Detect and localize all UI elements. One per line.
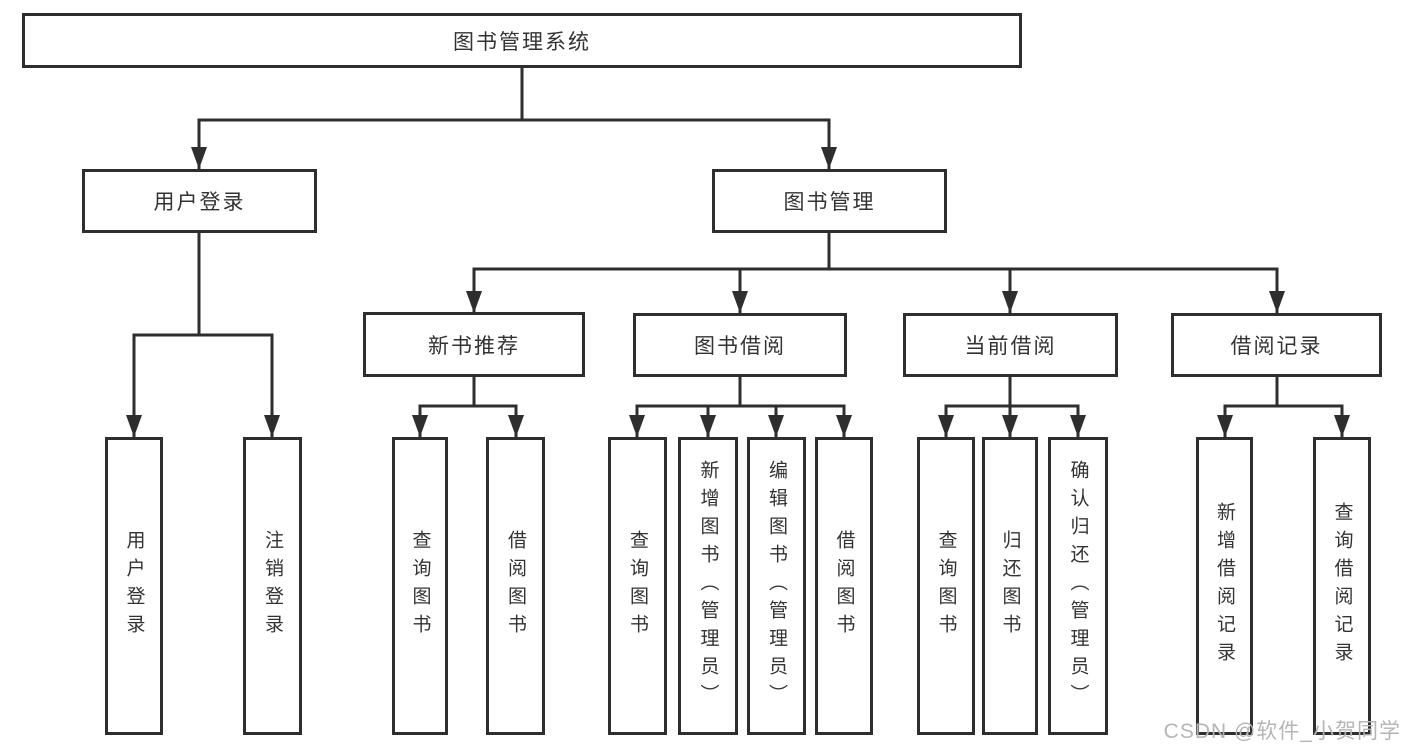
leaf-query-books-1: 查询图书: [392, 437, 448, 735]
node-label: 图书管理系统: [453, 30, 591, 54]
leaf-confirm-return-admin: 确认归还（管理员）: [1048, 437, 1108, 735]
arrowhead: [1217, 415, 1233, 437]
node-label: 图书借阅: [694, 335, 786, 358]
leaf-logout: 注销登录: [243, 437, 302, 735]
node-library-system: 图书管理系统: [22, 13, 1022, 68]
node-label: 注销登录: [262, 530, 283, 642]
node-new-book-recommend: 新书推荐: [363, 312, 585, 377]
arrowhead: [821, 147, 837, 169]
arrowhead: [126, 415, 142, 437]
arrowhead: [938, 415, 954, 437]
watermark: CSDN @软件_小贺同学: [1163, 720, 1401, 743]
leaf-user-login: 用户登录: [105, 437, 163, 735]
connector-book-mgmt-split: [472, 230, 1279, 315]
arrowhead: [1334, 415, 1350, 437]
leaf-query-books-2: 查询图书: [608, 437, 667, 735]
arrowhead: [412, 415, 428, 437]
node-borrowing-records: 借阅记录: [1171, 313, 1382, 377]
node-label: 查询图书: [409, 530, 431, 642]
leaf-query-books-3: 查询图书: [917, 437, 975, 735]
connector-current-borrow-split: [944, 375, 1080, 439]
connector-new-book-split: [418, 375, 518, 439]
node-label: 查询借阅记录: [1331, 502, 1353, 670]
arrowhead: [1070, 415, 1086, 437]
arrowhead: [466, 291, 482, 313]
node-label: 查询图书: [935, 530, 957, 642]
node-current-borrowing: 当前借阅: [903, 313, 1118, 377]
node-label: 新增借阅记录: [1214, 502, 1235, 670]
arrowhead: [1002, 415, 1018, 437]
node-label: 编辑图书（管理员）: [766, 460, 787, 712]
leaf-return-books: 归还图书: [982, 437, 1038, 735]
node-book-management: 图书管理: [712, 169, 947, 233]
node-label: 借阅图书: [505, 530, 526, 642]
leaf-add-borrow-record: 新增借阅记录: [1196, 437, 1253, 735]
arrowhead: [264, 415, 280, 437]
node-label: 借阅记录: [1230, 335, 1323, 358]
leaf-borrow-books-1: 借阅图书: [486, 437, 545, 735]
arrowhead: [1002, 291, 1018, 313]
node-label: 用户登录: [153, 191, 246, 214]
arrowhead: [700, 415, 716, 437]
node-label: 归还图书: [999, 530, 1021, 642]
node-label: 图书管理: [783, 191, 876, 214]
leaf-edit-books-admin: 编辑图书（管理员）: [747, 437, 806, 735]
arrowhead: [1269, 291, 1285, 313]
connector-user-login-split: [132, 231, 274, 439]
node-label: 借阅图书: [833, 530, 855, 642]
arrowhead: [191, 147, 207, 169]
node-label: 用户登录: [123, 530, 145, 642]
leaf-borrow-books-2: 借阅图书: [815, 437, 873, 735]
connector-root-split: [197, 66, 831, 171]
node-label: 确认归还（管理员）: [1067, 460, 1089, 712]
arrowhead: [508, 415, 524, 437]
node-label: 新书推荐: [428, 334, 520, 358]
arrowhead: [836, 415, 852, 437]
arrowhead: [629, 415, 645, 437]
arrowhead: [732, 291, 748, 313]
node-label: 查询图书: [627, 530, 648, 642]
arrowhead: [768, 415, 784, 437]
node-user-login: 用户登录: [82, 169, 317, 233]
connector-borrow-records-split: [1223, 375, 1344, 439]
connector-book-borrow-split: [635, 375, 846, 439]
leaf-query-borrow-record: 查询借阅记录: [1313, 437, 1371, 735]
node-label: 新增图书（管理员）: [697, 460, 719, 712]
node-book-borrowing: 图书借阅: [633, 313, 847, 377]
node-label: 当前借阅: [964, 335, 1057, 358]
leaf-add-books-admin: 新增图书（管理员）: [678, 437, 738, 735]
